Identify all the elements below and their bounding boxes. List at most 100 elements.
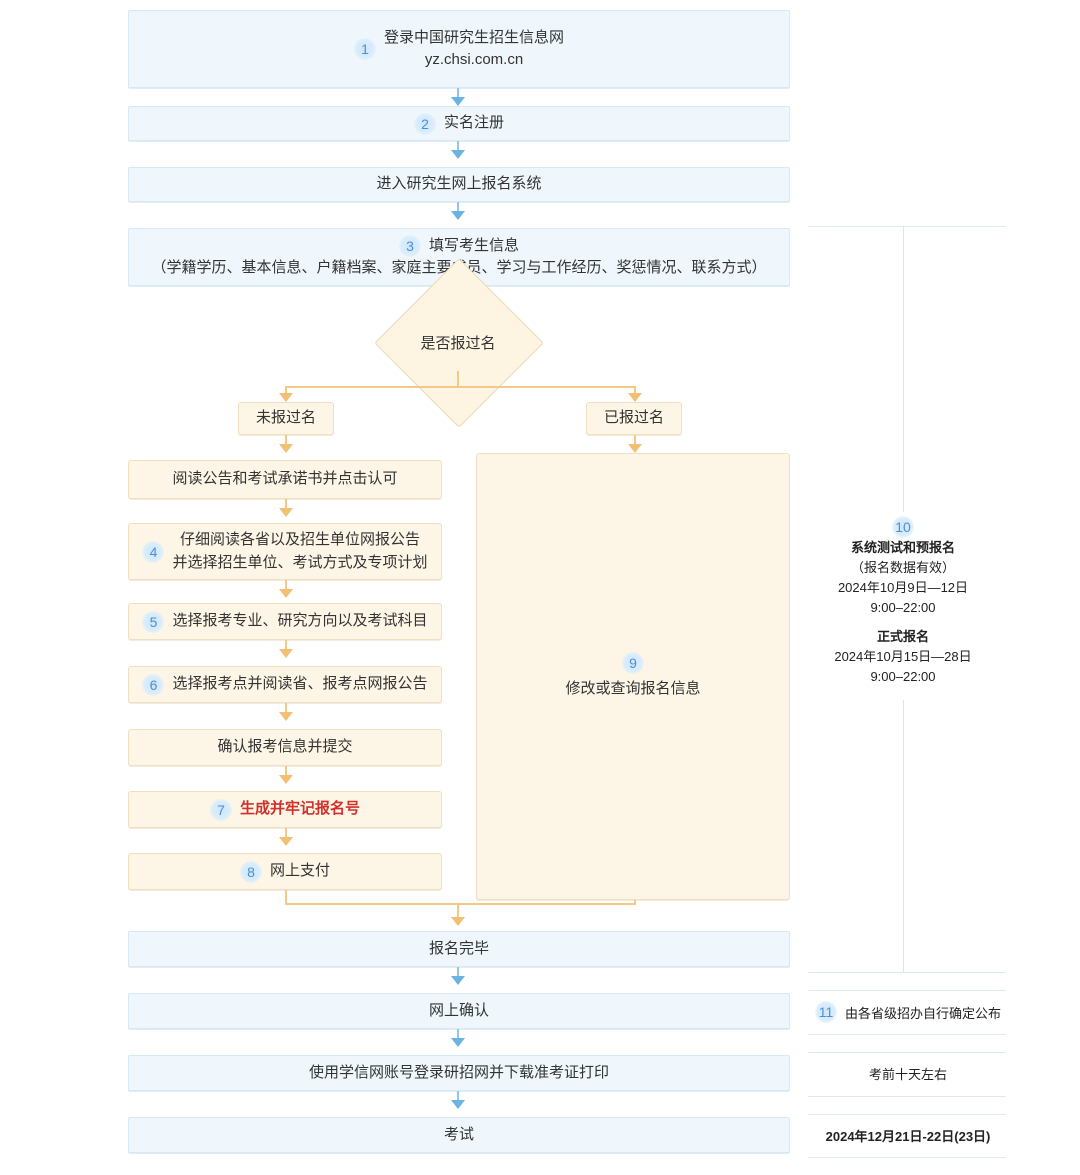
connector-1-2	[457, 88, 459, 101]
step-fill-info-box[interactable]: 3 填写考生信息 （学籍学历、基本信息、户籍档案、家庭主要成员、学习与工作经历、…	[128, 228, 790, 286]
branch-left-drop	[285, 386, 287, 396]
step-number-badge-8: 8	[239, 860, 262, 883]
step-online-confirm-box[interactable]: 网上确认	[128, 993, 790, 1029]
timeline-row11-label: 由各省级招办自行确定公布	[844, 1005, 1001, 1021]
timeline-divider-2	[808, 990, 1006, 991]
timeline-number-badge-10: 10	[892, 516, 914, 538]
timeline-divider-4	[808, 1052, 1006, 1053]
step-choose-site-label: 选择报考点并阅读省、报考点网报公告	[172, 675, 428, 693]
step-read-province-line1: 仔细阅读各省以及招生单位网报公告	[179, 531, 420, 548]
connector-3-4	[457, 202, 459, 215]
step-read-notice-label: 阅读公告和考试承诺书并点击认可	[172, 470, 398, 488]
arrow-done-confirm	[451, 976, 465, 985]
timeline-row13-label: 2024年12月21日-22日(23日)	[825, 1128, 991, 1144]
step-enter-system-box[interactable]: 进入研究生网上报名系统	[128, 167, 790, 202]
step-generate-number-label: 生成并牢记报名号	[239, 800, 360, 818]
decision-label: 是否报过名	[399, 283, 517, 401]
arrow-b5-b6	[279, 775, 293, 784]
connector-b4-b5	[285, 703, 287, 717]
merge-right-stem	[634, 900, 636, 904]
step-number-badge-5: 5	[142, 610, 165, 633]
step-choose-site-box[interactable]: 6 选择报考点并阅读省、报考点网报公告	[128, 666, 442, 703]
timeline-number-badge-11: 11	[814, 1001, 837, 1023]
branch-horizontal	[285, 386, 635, 388]
arrow-3-4	[451, 211, 465, 220]
arrow-confirm-admit	[451, 1038, 465, 1047]
step-fill-info-title: 填写考生信息	[428, 236, 519, 254]
step-number-badge-4: 4	[142, 540, 165, 563]
arrow-merge-done	[451, 917, 465, 926]
step-read-province-box[interactable]: 4 仔细阅读各省以及招生单位网报公告 并选择招生单位、考试方式及专项计划	[128, 523, 442, 580]
step-exam-box[interactable]: 考试	[128, 1117, 790, 1153]
step-confirm-submit-label: 确认报考信息并提交	[217, 738, 353, 756]
decision-text: 是否报过名	[420, 334, 496, 352]
merge-horizontal	[285, 903, 636, 905]
arrow-b2-b3	[279, 589, 293, 598]
step-number-badge-1: 1	[353, 38, 376, 60]
connector-confirm-admit	[457, 1029, 459, 1042]
step-login-url: yz.chsi.com.cn	[424, 51, 524, 68]
arrow-b6-b7	[279, 837, 293, 846]
step-generate-number-box[interactable]: 7 生成并牢记报名号	[128, 791, 442, 828]
connector-nb-b1	[285, 435, 287, 449]
timeline-divider-1	[808, 972, 1006, 973]
step-registration-done-box[interactable]: 报名完毕	[128, 931, 790, 967]
connector-b2-b3	[285, 580, 287, 594]
timeline-row12-label: 考前十天左右	[868, 1066, 947, 1082]
arrow-b1-b2	[279, 508, 293, 517]
step-exam-label: 考试	[443, 1125, 474, 1143]
step-online-payment-box[interactable]: 8 网上支付	[128, 853, 442, 890]
timeline-divider-6	[808, 1114, 1006, 1115]
step-enter-system-label: 进入研究生网上报名系统	[376, 175, 542, 193]
arrow-yb-panel	[628, 444, 642, 453]
step-register-box[interactable]: 2 实名注册	[128, 106, 790, 141]
step-login-line1: 登录中国研究生招生信息网	[383, 28, 564, 46]
connector-b3-b4	[285, 640, 287, 654]
step-online-payment-label: 网上支付	[269, 862, 330, 880]
step-choose-major-box[interactable]: 5 选择报考专业、研究方向以及考试科目	[128, 603, 442, 640]
branch-right-drop	[634, 386, 636, 396]
connector-b5-b6	[285, 766, 287, 780]
arrow-branch-right	[628, 393, 642, 402]
connector-b1-b2	[285, 499, 287, 513]
arrow-nb-b1	[279, 444, 293, 453]
step-confirm-submit-box[interactable]: 确认报考信息并提交	[128, 729, 442, 766]
step-number-badge-6: 6	[142, 673, 165, 696]
step-login-box[interactable]: 1 登录中国研究生招生信息网 yz.chsi.com.cn	[128, 10, 790, 88]
step-choose-major-label: 选择报考专业、研究方向以及考试科目	[172, 612, 428, 630]
step-read-province-line2: 并选择招生单位、考试方式及专项计划	[172, 553, 428, 571]
timeline-block10-date1: 2024年10月9日—12日	[837, 580, 969, 596]
connector-done-confirm	[457, 967, 459, 980]
merge-left-stem	[285, 890, 287, 904]
arrow-1-2	[451, 97, 465, 106]
timeline-row-11: 11 由各省级招办自行确定公布	[803, 1001, 1013, 1023]
arrow-branch-left	[279, 393, 293, 402]
step-read-notice-box[interactable]: 阅读公告和考试承诺书并点击认可	[128, 460, 442, 499]
step-download-admit-card-label: 使用学信网账号登录研招网并下载准考证打印	[308, 1063, 609, 1081]
step-download-admit-card-box[interactable]: 使用学信网账号登录研招网并下载准考证打印	[128, 1055, 790, 1091]
timeline-vline-upper	[903, 226, 904, 512]
branch-registered-label: 已报过名	[603, 409, 664, 427]
branch-not-registered-box[interactable]: 未报过名	[238, 402, 334, 435]
step-online-confirm-label: 网上确认	[428, 1001, 489, 1019]
timeline-vline-lower	[903, 700, 904, 972]
branch-stem	[457, 371, 459, 388]
timeline-block10-time1: 9:00–22:00	[870, 600, 936, 616]
step-register-label: 实名注册	[443, 114, 504, 132]
step-number-badge-3: 3	[398, 234, 421, 257]
timeline-block10-sub1: （报名数据有效）	[850, 560, 955, 576]
timeline-divider-5	[808, 1096, 1006, 1097]
timeline-divider-bottom	[808, 1157, 1006, 1158]
arrow-b4-b5	[279, 712, 293, 721]
arrow-2-3	[451, 150, 465, 159]
step-number-badge-2: 2	[413, 112, 436, 135]
arrow-b3-b4	[279, 649, 293, 658]
timeline-divider-top	[808, 226, 1006, 227]
timeline-block10-title2: 正式报名	[876, 628, 929, 644]
step-modify-query-panel[interactable]: 9 修改或查询报名信息	[476, 453, 790, 900]
step-number-badge-7: 7	[209, 798, 232, 821]
branch-registered-box[interactable]: 已报过名	[586, 402, 682, 435]
connector-yb-panel	[634, 435, 636, 449]
timeline-block10-date2: 2024年10月15日—28日	[834, 648, 972, 664]
